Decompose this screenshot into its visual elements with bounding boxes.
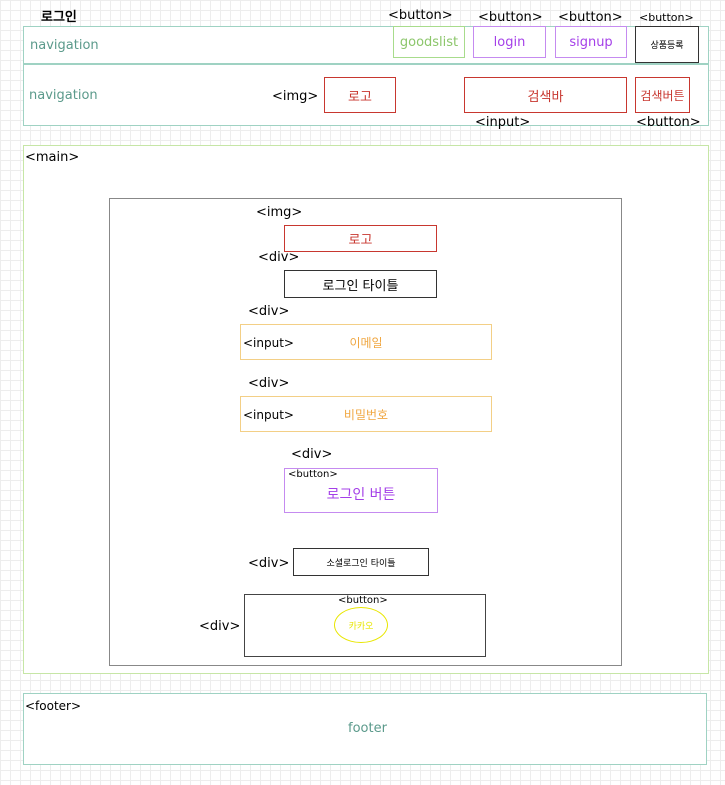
- kakao-button-tag: <button>: [338, 595, 388, 606]
- nav-logo-image[interactable]: 로고: [324, 77, 396, 113]
- search-navigation-label: navigation: [29, 88, 98, 103]
- login-button[interactable]: login: [473, 26, 546, 58]
- social-login-title: 소셜로그인 타이틀: [293, 548, 429, 576]
- social-login-title-label: 소셜로그인 타이틀: [326, 558, 396, 569]
- email-div-tag: <div>: [248, 304, 290, 319]
- email-input-label: 이메일: [349, 335, 383, 350]
- password-input-tag: <input>: [243, 408, 294, 422]
- search-input[interactable]: 검색바: [464, 77, 627, 113]
- kakao-button[interactable]: 카카오: [334, 607, 388, 643]
- login-button-label: login: [493, 34, 526, 50]
- login-tag: <button>: [478, 10, 543, 25]
- search-input-label: 검색바: [527, 89, 564, 105]
- login-title: 로그인 타이틀: [284, 270, 437, 298]
- main-logo-image: 로고: [284, 225, 437, 252]
- header-navigation-label: navigation: [30, 38, 99, 53]
- password-input[interactable]: 비밀번호: [240, 396, 492, 432]
- password-input-label: 비밀번호: [343, 407, 389, 422]
- main-tag: <main>: [25, 150, 80, 165]
- main-logo-tag: <img>: [256, 205, 303, 220]
- main-login-button[interactable]: 로그인 버튼: [284, 468, 438, 513]
- footer-label: footer: [348, 721, 387, 736]
- main-logo-label: 로고: [348, 233, 373, 248]
- footer: [23, 693, 707, 765]
- login-title-tag: <div>: [258, 250, 300, 265]
- register-tag: <button>: [639, 11, 694, 24]
- signup-tag: <button>: [558, 10, 623, 25]
- register-product-button-label: 상품등록: [650, 41, 684, 51]
- page-title: 로그인: [41, 10, 77, 25]
- register-product-button[interactable]: 상품등록: [635, 26, 699, 63]
- login-title-label: 로그인 타이틀: [322, 278, 399, 294]
- login-button-div-tag: <div>: [291, 447, 333, 462]
- email-input-tag: <input>: [243, 336, 294, 350]
- goodslist-button-label: goodslist: [399, 34, 459, 50]
- social-box-div-tag: <div>: [199, 619, 241, 634]
- signup-button-label: signup: [569, 34, 613, 50]
- main-login-button-label: 로그인 버튼: [326, 486, 396, 503]
- main-login-button-tag: <button>: [288, 469, 338, 480]
- goodslist-button[interactable]: goodslist: [393, 26, 465, 58]
- password-div-tag: <div>: [248, 376, 290, 391]
- kakao-button-label: 카카오: [348, 621, 374, 632]
- search-button-label: 검색버튼: [640, 88, 685, 103]
- signup-button[interactable]: signup: [555, 26, 627, 58]
- goodslist-tag: <button>: [388, 8, 453, 23]
- email-input[interactable]: 이메일: [240, 324, 492, 360]
- search-button[interactable]: 검색버튼: [635, 77, 690, 113]
- nav-logo-label: 로고: [348, 89, 372, 105]
- nav-logo-tag: <img>: [272, 89, 319, 104]
- search-input-tag: <input>: [475, 115, 531, 130]
- search-button-tag: <button>: [636, 115, 701, 130]
- footer-tag: <footer>: [25, 699, 82, 713]
- social-title-div-tag: <div>: [248, 556, 290, 571]
